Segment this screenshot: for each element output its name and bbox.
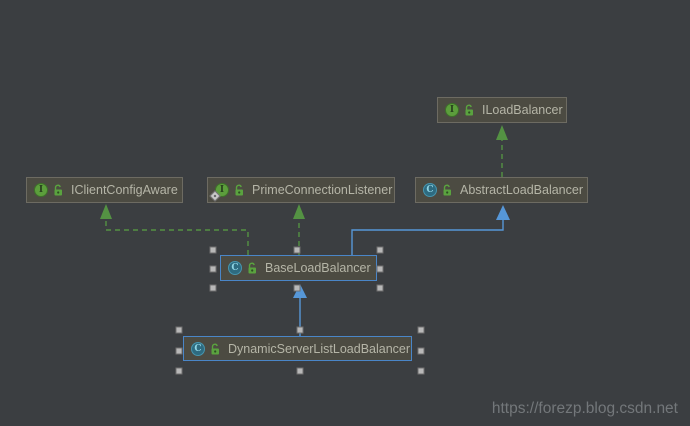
node-label: IClientConfigAware bbox=[71, 183, 178, 197]
selection-handle[interactable] bbox=[209, 246, 217, 254]
selection-handle[interactable] bbox=[175, 326, 183, 334]
arrowhead-extends-baseloadbalancer bbox=[293, 284, 307, 298]
node-label: AbstractLoadBalancer bbox=[460, 183, 583, 197]
selection-handle[interactable] bbox=[417, 367, 425, 375]
arrowhead-implements-primeconnectionlistener bbox=[293, 204, 305, 219]
class-icon-letter: C bbox=[228, 261, 242, 275]
node-dynamicserverlistloadbalancer[interactable]: C DynamicServerListLoadBalancer bbox=[183, 336, 412, 361]
selection-handle[interactable] bbox=[296, 367, 304, 375]
node-label: PrimeConnectionListener bbox=[252, 183, 393, 197]
node-primeconnectionlistener[interactable]: I PrimeConnectionListener bbox=[207, 177, 395, 203]
selection-handle[interactable] bbox=[293, 284, 300, 292]
node-iloadbalancer[interactable]: I ILoadBalancer bbox=[437, 97, 567, 123]
interface-icon-letter: I bbox=[34, 183, 48, 197]
public-lock-icon bbox=[54, 184, 62, 196]
selection-handle[interactable] bbox=[293, 246, 300, 254]
selection-handle[interactable] bbox=[376, 284, 384, 292]
interface-icon: I bbox=[209, 183, 229, 202]
selection-handle[interactable] bbox=[417, 347, 425, 354]
selection-handle[interactable] bbox=[209, 265, 217, 273]
selection-handle[interactable] bbox=[376, 246, 384, 254]
selection-handle[interactable] bbox=[417, 326, 425, 334]
class-icon: C bbox=[191, 341, 205, 356]
interface-icon: I bbox=[34, 183, 48, 197]
node-label: ILoadBalancer bbox=[482, 103, 563, 117]
class-icon-letter: C bbox=[191, 341, 205, 356]
selection-handle[interactable] bbox=[376, 265, 384, 273]
class-icon-letter: C bbox=[423, 183, 437, 197]
class-icon: C bbox=[423, 183, 437, 197]
node-baseloadbalancer[interactable]: C BaseLoadBalancer bbox=[220, 255, 377, 281]
interface-icon-letter: I bbox=[445, 103, 459, 117]
node-iclientconfigaware[interactable]: I IClientConfigAware bbox=[26, 177, 183, 203]
arrowhead-extends-abstractloadbalancer bbox=[496, 205, 510, 220]
node-label: DynamicServerListLoadBalancer bbox=[228, 341, 411, 356]
arrowhead-implements-iclientconfigaware bbox=[100, 204, 112, 219]
public-lock-icon bbox=[443, 184, 451, 196]
class-icon: C bbox=[228, 261, 242, 275]
selection-frame-baseloadbalancer bbox=[209, 246, 384, 292]
selection-frame-dynamicserverlistloadbalancer bbox=[175, 326, 425, 375]
edge-baseloadbalancer-extends-abstractloadbalancer bbox=[351, 220, 504, 255]
selection-handle[interactable] bbox=[175, 367, 183, 375]
edge-baseloadbalancer-implements-iclientconfigaware bbox=[105, 219, 249, 255]
selection-handle[interactable] bbox=[296, 326, 304, 334]
selection-handle[interactable] bbox=[209, 284, 217, 292]
watermark-url: https://forezp.blog.csdn.net bbox=[491, 400, 678, 417]
node-label: BaseLoadBalancer bbox=[265, 261, 371, 275]
selection-handle[interactable] bbox=[175, 347, 183, 354]
node-abstractloadbalancer[interactable]: C AbstractLoadBalancer bbox=[415, 177, 588, 203]
public-lock-icon bbox=[465, 104, 473, 116]
public-lock-icon bbox=[211, 343, 219, 354]
interface-icon: I bbox=[445, 103, 459, 117]
public-lock-icon bbox=[235, 184, 243, 196]
arrowhead-implements-iloadbalancer bbox=[496, 125, 508, 140]
public-lock-icon bbox=[248, 262, 256, 274]
